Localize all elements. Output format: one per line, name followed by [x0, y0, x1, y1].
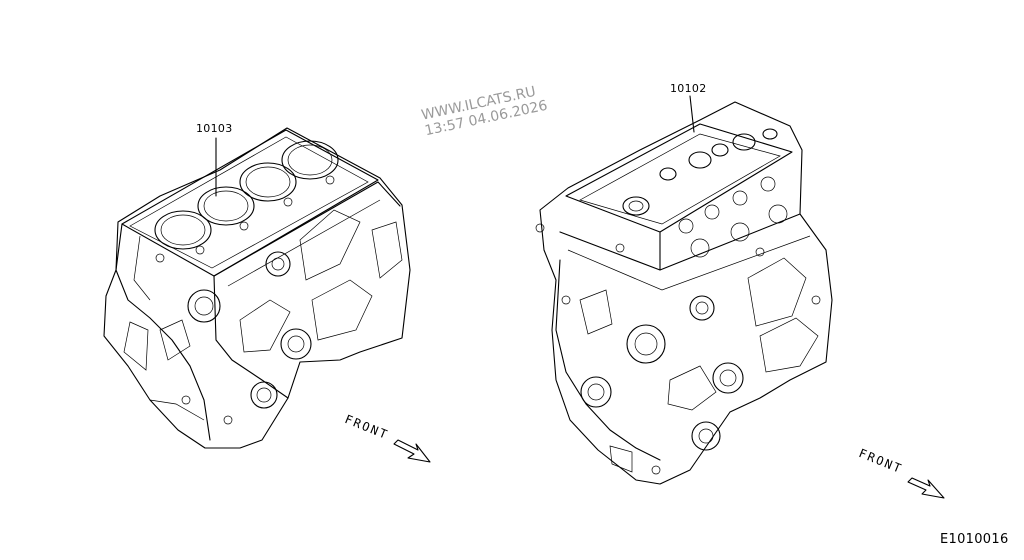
part-number-bare-engine[interactable]: 10102: [670, 82, 707, 95]
front-arrow-left: [393, 439, 431, 463]
diagram-code: E1010016: [940, 532, 1009, 547]
bare-engine-drawing: [535, 95, 833, 485]
part-number-cylinder-block[interactable]: 10103: [196, 122, 233, 135]
cylinder-block-drawing: [103, 127, 411, 449]
front-arrow-right: [907, 477, 945, 499]
